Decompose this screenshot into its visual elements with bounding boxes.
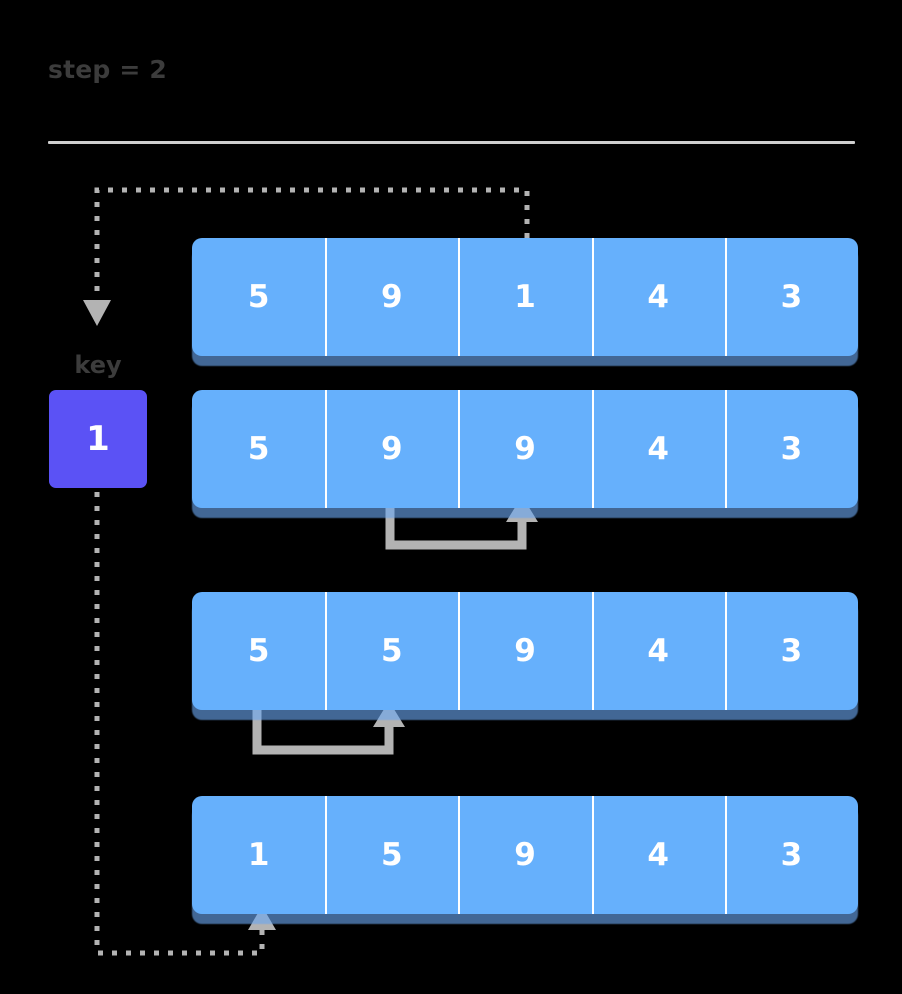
array-cell[interactable]: 1 [247, 836, 270, 873]
array-cell[interactable]: 9 [458, 796, 591, 914]
array-cell[interactable]: 5 [325, 592, 458, 710]
array-cell[interactable]: 3 [724, 592, 858, 710]
array-row-initial: 5 9 1 4 3 [192, 238, 858, 366]
key-label: key [74, 351, 122, 379]
row-cells: 5 5 9 4 3 [192, 592, 858, 710]
array-row-shift-1: 5 9 9 4 3 [192, 390, 858, 518]
array-cell[interactable]: 5 [247, 632, 270, 669]
array-cell[interactable]: 3 [724, 238, 858, 356]
array-cell[interactable]: 5 [325, 796, 458, 914]
array-cell[interactable]: 4 [591, 390, 725, 508]
array-row-inserted: 1 5 9 4 3 [192, 796, 858, 924]
array-cell[interactable]: 3 [724, 390, 858, 508]
array-cell[interactable]: 9 [325, 390, 458, 508]
header-divider [48, 141, 855, 144]
row-cells: 5 9 9 4 3 [192, 390, 858, 508]
array-cell[interactable]: 1 [458, 238, 591, 356]
array-cell[interactable]: 3 [724, 796, 858, 914]
array-cell[interactable]: 5 [247, 430, 270, 467]
array-cell[interactable]: 9 [458, 390, 591, 508]
row-cells: 1 5 9 4 3 [192, 796, 858, 914]
array-cell[interactable]: 9 [458, 592, 591, 710]
array-cell[interactable]: 9 [325, 238, 458, 356]
key-value: 1 [86, 419, 110, 459]
array-row-shift-2: 5 5 9 4 3 [192, 592, 858, 720]
array-cell[interactable]: 5 [247, 278, 270, 315]
array-cell[interactable]: 4 [591, 796, 725, 914]
page-title: step = 2 [48, 55, 168, 84]
key-box: 1 [49, 390, 147, 488]
row-cells: 5 9 1 4 3 [192, 238, 858, 356]
array-cell[interactable]: 4 [591, 592, 725, 710]
array-cell[interactable]: 4 [591, 238, 725, 356]
